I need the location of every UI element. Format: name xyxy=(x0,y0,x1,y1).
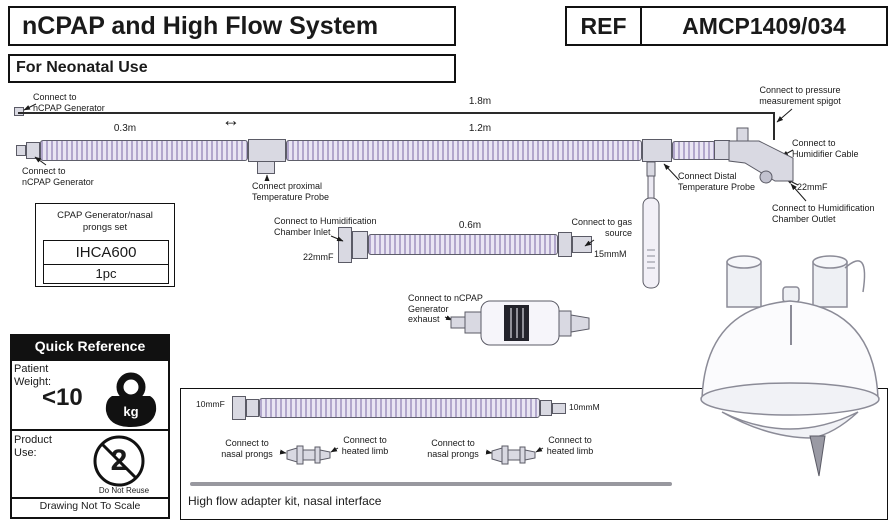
label-dim-1-8m: 1.8m xyxy=(468,96,492,107)
pressure-line xyxy=(18,112,775,114)
label-connect-ncpap-top: Connect to nCPAP Generator xyxy=(33,92,105,113)
label-chamber-inlet: Connect to Humidification Chamber Inlet xyxy=(274,216,377,237)
label-22mmf-inlet: 22mmF xyxy=(303,252,334,262)
gas-source-connector xyxy=(558,232,572,257)
label-dim-0-6m: 0.6m xyxy=(458,220,482,231)
label-heated-limb-1: Connect to heated limb xyxy=(341,435,389,456)
circuit-start-plug xyxy=(16,145,26,156)
label-connect-humidifier-cable: Connect to Humidifier Cable xyxy=(792,138,859,159)
reuse-icon-number: 2 xyxy=(110,444,128,477)
label-exhaust: Connect to nCPAP Generator exhaust xyxy=(408,293,483,325)
adapter-caption: High flow adapter kit, nasal interface xyxy=(188,494,382,508)
bidirectional-arrow-icon: ↔ xyxy=(222,110,240,130)
adapter-tube-cuff-right xyxy=(540,400,552,416)
inlet-connector-body xyxy=(352,231,368,259)
label-nasal-prongs-1: Connect to nasal prongs xyxy=(221,438,273,459)
subtitle: For Neonatal Use xyxy=(16,59,148,76)
distal-temperature-probe xyxy=(642,161,660,289)
product-use-label: Product Use: xyxy=(14,434,52,459)
distal-probe-port-cuff xyxy=(642,139,672,162)
ref-label-box: REF xyxy=(565,6,642,46)
cpap-set-table: IHCA600 1pc xyxy=(43,240,169,284)
page-title: nCPAP and High Flow System xyxy=(22,12,379,40)
label-dim-0-3m: 0.3m xyxy=(113,123,137,134)
patient-weight-label: Patient Weight: xyxy=(14,363,52,388)
label-22mmf-outlet: 22mmF xyxy=(797,182,828,192)
subtitle-box: For Neonatal Use xyxy=(8,54,456,83)
ref-value: AMCP1409/034 xyxy=(682,12,846,39)
tee-connector-stub xyxy=(257,161,275,174)
label-10mmf: 10mmF xyxy=(196,399,225,409)
ref-value-box: AMCP1409/034 xyxy=(640,6,888,46)
adapter-tube-cuff-left xyxy=(232,396,246,420)
corrugated-tube-0-3m xyxy=(40,140,248,161)
label-dim-1-2m: 1.2m xyxy=(468,123,492,134)
pressure-line-drop xyxy=(773,112,775,140)
adapter-corrugated-tube xyxy=(259,398,540,418)
cpap-set-code: IHCA600 xyxy=(44,241,168,265)
label-connect-distal-temp: Connect Distal Temperature Probe xyxy=(678,171,756,192)
ref-label: REF xyxy=(580,12,627,39)
label-gas-source: Connect to gas source xyxy=(571,217,632,238)
corrugated-tube-0-6m xyxy=(368,234,558,255)
quick-reference-header: Quick Reference xyxy=(10,334,170,359)
cpap-set-label: CPAP Generator/nasal prongs set xyxy=(57,210,153,233)
label-nasal-prongs-2: Connect to nasal prongs xyxy=(427,438,479,459)
gas-source-tip xyxy=(572,236,592,253)
cpap-set-qty: 1pc xyxy=(95,266,117,281)
label-heated-limb-2: Connect to heated limb xyxy=(546,435,594,456)
weight-unit: kg xyxy=(123,404,139,419)
label-connect-ncpap-bottom: Connect to nCPAP Generator xyxy=(22,166,94,187)
not-to-scale-label: Drawing Not To Scale xyxy=(39,500,141,512)
pressure-line-connector xyxy=(14,107,24,116)
label-chamber-outlet: Connect to Humidification Chamber Outlet xyxy=(772,203,875,224)
label-15mmm: 15mmM xyxy=(594,249,627,259)
label-connect-pressure-spigot: Connect to pressure measurement spigot xyxy=(759,85,841,106)
adapter-tube-neck-left xyxy=(246,399,259,417)
cpap-set-box: CPAP Generator/nasal prongs set IHCA600 … xyxy=(35,203,175,287)
title-box: nCPAP and High Flow System xyxy=(8,6,456,46)
circuit-start-cuff xyxy=(26,142,40,159)
label-10mmm: 10mmM xyxy=(569,402,600,412)
corrugated-tube-end-segment xyxy=(672,141,716,160)
corrugated-tube-1-2m xyxy=(286,140,642,161)
not-to-scale-box xyxy=(10,497,170,519)
label-connect-proximal-temp: Connect proximal Temperature Probe xyxy=(252,181,330,202)
do-not-reuse-label: Do Not Reuse xyxy=(98,486,150,495)
adapter-tube-tip-right xyxy=(552,403,566,414)
weight-value: <10 xyxy=(42,384,83,411)
elbow-cuff xyxy=(714,140,730,160)
tee-connector xyxy=(248,139,286,162)
nasal-interface-tube xyxy=(190,482,672,486)
